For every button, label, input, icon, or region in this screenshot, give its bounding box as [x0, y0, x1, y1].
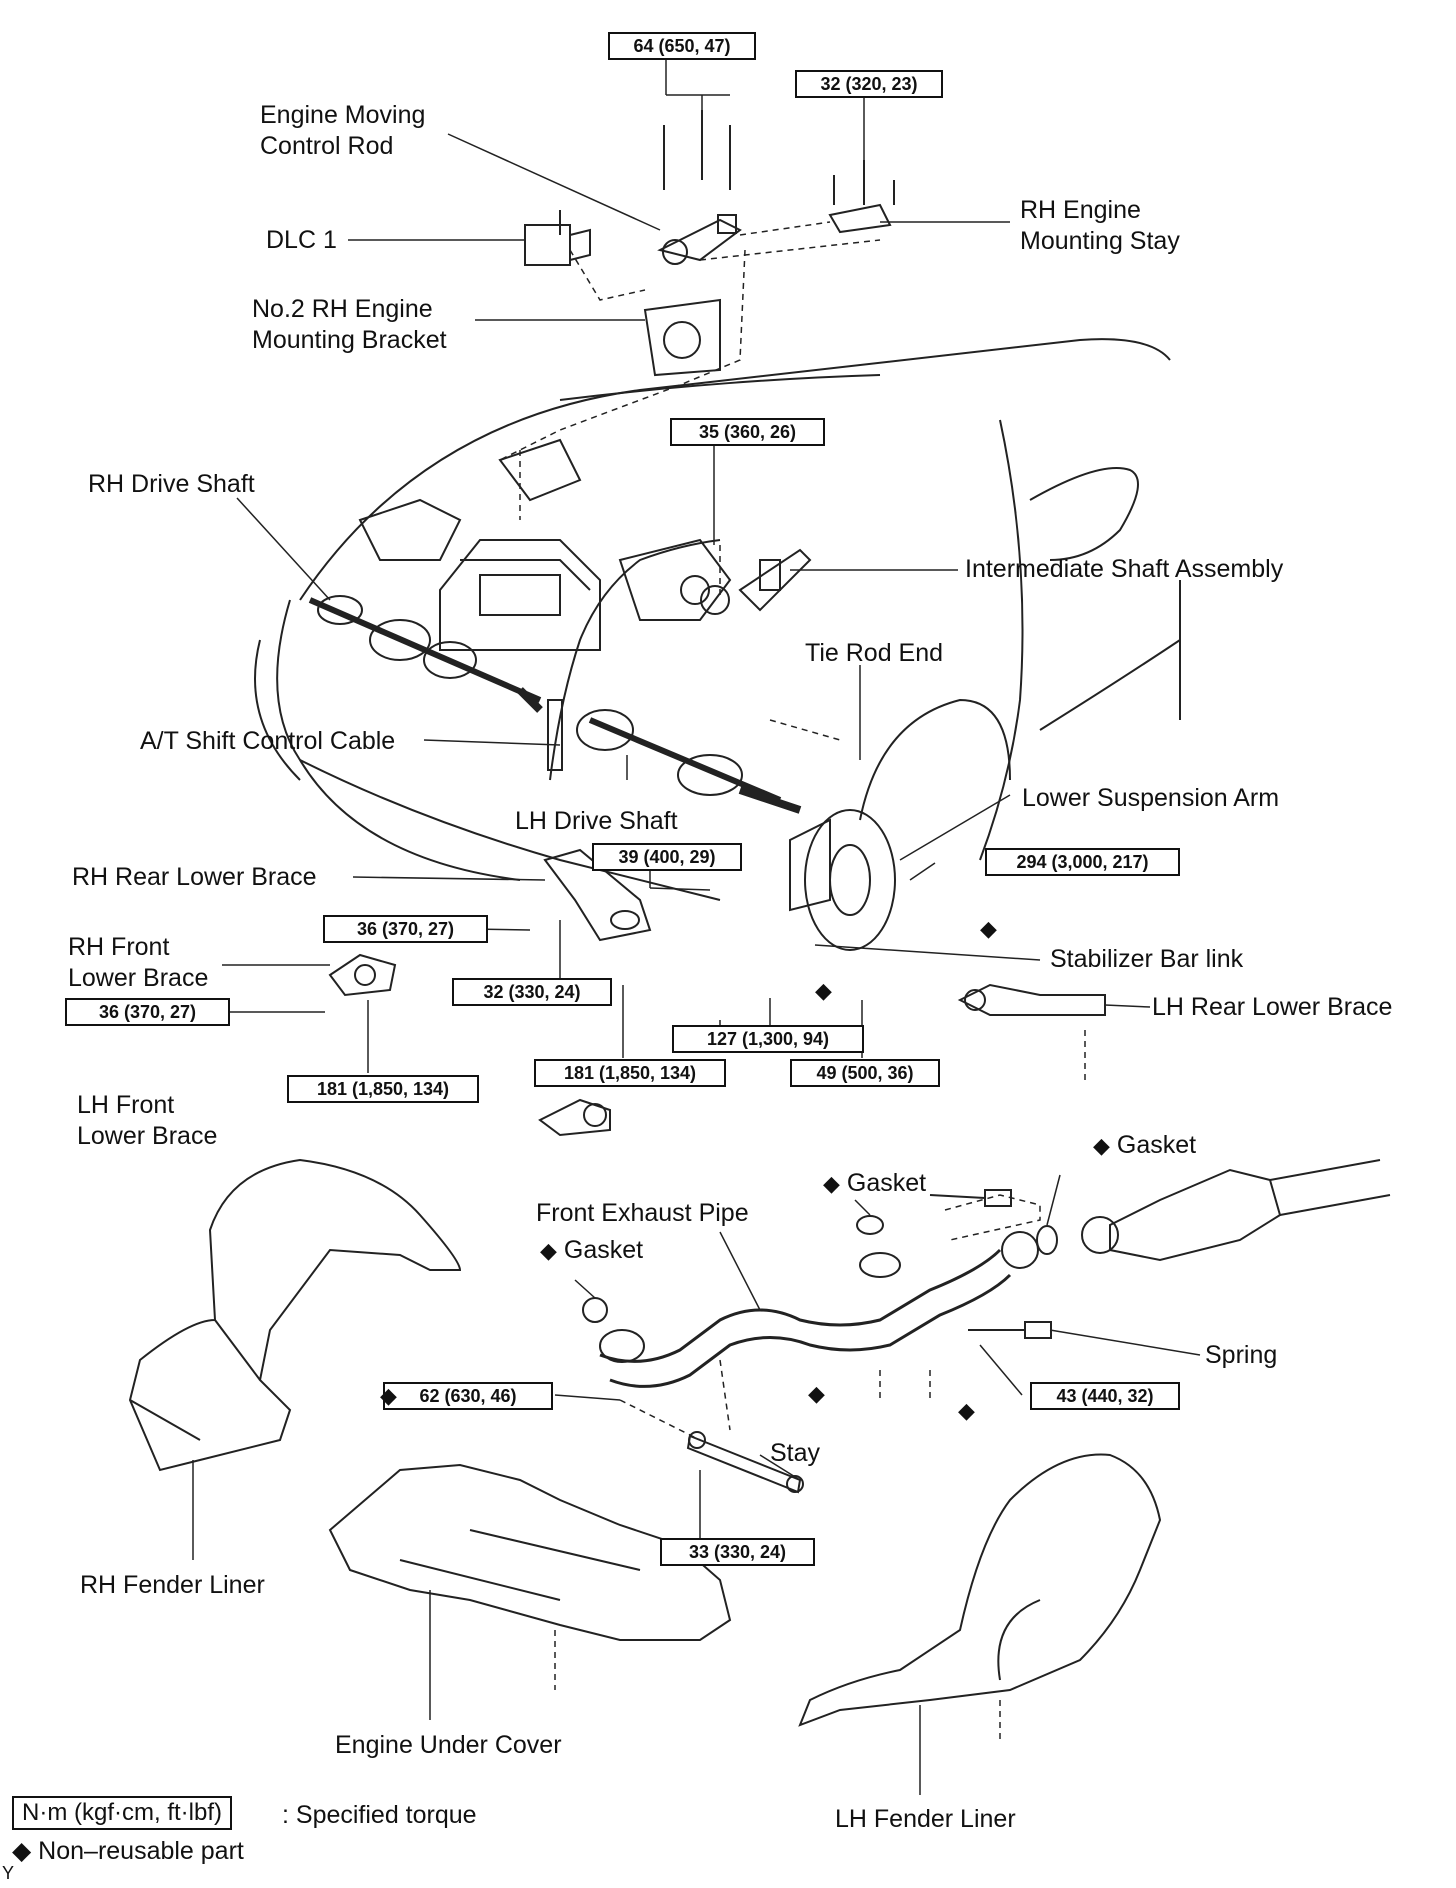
springs: [929, 1189, 1052, 1339]
non-reusable-icon-exhaust-2: ◆: [958, 1398, 975, 1423]
label-line-2: Lower Brace: [77, 1122, 218, 1150]
label-lower-suspension-arm: Lower Suspension Arm: [1022, 784, 1280, 812]
torque-box-64: 64 (650, 47): [608, 32, 756, 60]
label-line-1: LH Front: [77, 1091, 175, 1119]
legend-unit-box: N·m (kgf·cm, ft·lbf): [12, 1796, 232, 1830]
label-spring: Spring: [1205, 1341, 1278, 1369]
lh-drive-shaft: [576, 709, 802, 814]
label-lh-drive-shaft: LH Drive Shaft: [515, 807, 678, 835]
label-line-1: RH Front: [68, 933, 170, 961]
label-stay: Stay: [770, 1439, 821, 1467]
label-tie-rod-end: Tie Rod End: [805, 639, 944, 667]
torque-box-36-a: 36 (370, 27): [323, 915, 488, 943]
torque-box-181-a: 181 (1,850, 134): [534, 1059, 726, 1087]
torque-value: 62 (630, 46): [419, 1386, 517, 1406]
non-reusable-icon: ◆: [823, 1171, 840, 1196]
bolts-top: [559, 110, 895, 235]
non-reusable-icon: ◆: [540, 1238, 557, 1263]
torque-box-43: 43 (440, 32): [1030, 1382, 1180, 1410]
label-intermediate-shaft-assembly: Intermediate Shaft Assembly: [965, 555, 1284, 583]
label-engine-moving-control-rod: Engine Moving Control Rod: [260, 100, 425, 162]
non-reusable-icon-62: ◆: [380, 1383, 397, 1408]
label-lh-fender-liner: LH Fender Liner: [835, 1805, 1016, 1833]
label-lh-rear-lower-brace: LH Rear Lower Brace: [1152, 993, 1393, 1021]
label-line-1: Engine Moving: [260, 101, 426, 129]
corner-mark: Y: [2, 1863, 15, 1883]
torque-box-32-a: 32 (320, 23): [795, 70, 943, 98]
non-reusable-icon-exhaust-1: ◆: [808, 1381, 825, 1406]
label-rh-front-lower-brace: RH Front Lower Brace: [68, 932, 208, 994]
torque-leader-lines: [220, 60, 1023, 1540]
torque-box-36-b: 36 (370, 27): [65, 998, 230, 1026]
label-gasket-right: ◆ Gasket: [1093, 1130, 1196, 1161]
legend-non-reusable: ◆ Non–reusable part: [12, 1837, 244, 1865]
label-rh-fender-liner: RH Fender Liner: [80, 1571, 265, 1599]
torque-box-62: 62 (630, 46): [383, 1382, 553, 1410]
label-rh-rear-lower-brace: RH Rear Lower Brace: [72, 863, 317, 891]
label-gasket-mid: ◆ Gasket: [823, 1168, 926, 1199]
torque-box-49: 49 (500, 36): [790, 1059, 940, 1087]
engine-moving-control-rod: [657, 214, 742, 265]
label-gasket-left: ◆ Gasket: [540, 1235, 643, 1266]
torque-box-32-b: 32 (330, 24): [452, 978, 612, 1006]
label-line-1: RH Engine: [1020, 196, 1141, 224]
dashed-assembly-lines: [499, 221, 1086, 1740]
label-dlc1: DLC 1: [266, 226, 337, 254]
leader-lines: [192, 133, 1201, 1795]
label-rh-engine-mounting-stay: RH Engine Mounting Stay: [1020, 195, 1180, 257]
label-line-2: Control Rod: [260, 132, 394, 160]
torque-box-35: 35 (360, 26): [670, 418, 825, 446]
torque-box-181-b: 181 (1,850, 134): [287, 1075, 479, 1103]
label-at-shift-control-cable: A/T Shift Control Cable: [140, 727, 396, 755]
legend-specified-torque: : Specified torque: [282, 1801, 477, 1829]
car-body-outline: [254, 338, 1181, 901]
torque-box-39: 39 (400, 29): [592, 843, 742, 871]
lh-fender-liner: [798, 1453, 1162, 1727]
label-line-2: Mounting Bracket: [252, 326, 447, 354]
engine-block: [358, 438, 732, 651]
rh-drive-shaft: [308, 595, 543, 713]
torque-box-127: 127 (1,300, 94): [672, 1025, 864, 1053]
label-rh-drive-shaft: RH Drive Shaft: [88, 470, 255, 498]
torque-box-294: 294 (3,000, 217): [985, 848, 1180, 876]
label-line-2: Mounting Stay: [1020, 227, 1180, 255]
label-stabilizer-bar-link: Stabilizer Bar link: [1050, 945, 1244, 973]
engine-under-cover: [328, 1463, 732, 1641]
catalytic-converter: [1081, 1159, 1391, 1262]
steering-knuckle: [789, 809, 896, 951]
torque-box-33: 33 (330, 24): [660, 1538, 815, 1566]
at-shift-control-cable: [547, 539, 721, 781]
non-reusable-icon-stab-1: ◆: [980, 916, 997, 941]
non-reusable-icon-stab-2: ◆: [815, 978, 832, 1003]
label-line-1: No.2 RH Engine: [252, 295, 433, 323]
label-front-exhaust-pipe: Front Exhaust Pipe: [536, 1199, 749, 1227]
rh-rear-lower-brace: [543, 848, 652, 942]
rh-engine-mounting-stay: [828, 203, 892, 234]
label-line-2: Lower Brace: [68, 964, 209, 992]
lh-front-lower-brace: [538, 1098, 611, 1137]
front-exhaust-pipe: [599, 1231, 1039, 1388]
label-engine-under-cover: Engine Under Cover: [335, 1731, 562, 1759]
rh-front-lower-brace: [328, 953, 397, 997]
intermediate-shaft-assembly: [738, 548, 812, 612]
label-text: Gasket: [846, 1169, 927, 1197]
no2-rh-engine-mounting-bracket: [643, 298, 721, 377]
lh-rear-lower-brace: [957, 983, 1106, 1016]
rh-fender-liner: [128, 1158, 462, 1472]
label-text: Gasket: [563, 1236, 644, 1264]
label-lh-front-lower-brace: LH Front Lower Brace: [77, 1090, 217, 1152]
non-reusable-icon: ◆: [1093, 1133, 1110, 1158]
label-text: Gasket: [1116, 1131, 1197, 1159]
label-no2-rh-engine-mounting-bracket: No.2 RH Engine Mounting Bracket: [252, 294, 447, 356]
dlc1-connector: [524, 224, 591, 266]
